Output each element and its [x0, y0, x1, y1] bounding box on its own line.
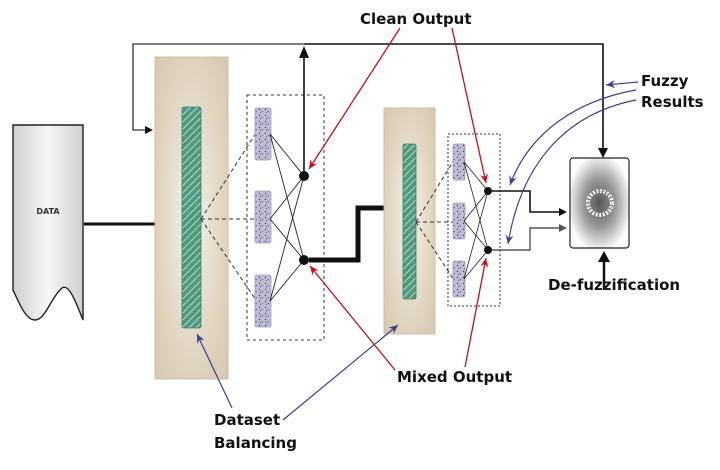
balancing-bar-1	[181, 106, 202, 329]
hidden-block-1	[254, 107, 272, 161]
mixed-arrowhead-icon-2	[559, 224, 567, 232]
hidden-block-5	[452, 202, 466, 240]
clean-to-defuzz-arrow	[492, 190, 563, 213]
dataset-balancing-panel-1	[154, 56, 229, 380]
mixed-to-defuzz-arrow	[492, 227, 563, 251]
defuzz-arrowhead-icon	[598, 251, 610, 262]
dataset-balancing-label-line2: Balancing	[214, 434, 297, 452]
fuzzy-results-pointers	[505, 80, 639, 245]
mixed-output-label: Mixed Output	[397, 368, 512, 386]
mixed-output-node-1	[299, 255, 309, 265]
clean-output-label: Clean Output	[360, 10, 472, 28]
clean-arrowhead-icon	[559, 208, 567, 216]
data-label: DATA	[36, 207, 60, 216]
neural-network-2	[415, 133, 501, 307]
data-source-node: DATA	[12, 124, 84, 321]
mixed-output-node-2	[484, 246, 492, 254]
defuzzification-label: De-fuzzification	[548, 276, 680, 294]
neural-network-1	[200, 94, 325, 341]
dataset-balancing-label-line1: Dataset	[214, 411, 280, 429]
balancing-bar-2	[402, 143, 417, 300]
clean-output-node-2	[484, 187, 492, 195]
fuzzy-results-label-line1: Fuzzy	[641, 72, 689, 90]
hidden-block-6	[452, 260, 466, 298]
fuzzy-results-label-line2: Results	[641, 93, 704, 111]
dataset-balancing-panel-2	[383, 107, 436, 335]
mixed-to-balancing-2-arrow	[309, 205, 398, 263]
hidden-block-4	[452, 143, 466, 181]
dataset-balancing-pointers	[196, 324, 399, 421]
hidden-block-2	[254, 190, 272, 244]
clean-output-pointers	[308, 27, 488, 184]
mixed-output-pointers	[309, 257, 489, 371]
feedback-loop	[132, 43, 608, 171]
hidden-block-3	[254, 274, 272, 328]
defuzzification-node	[569, 157, 630, 249]
clean-output-node-1	[299, 171, 309, 181]
